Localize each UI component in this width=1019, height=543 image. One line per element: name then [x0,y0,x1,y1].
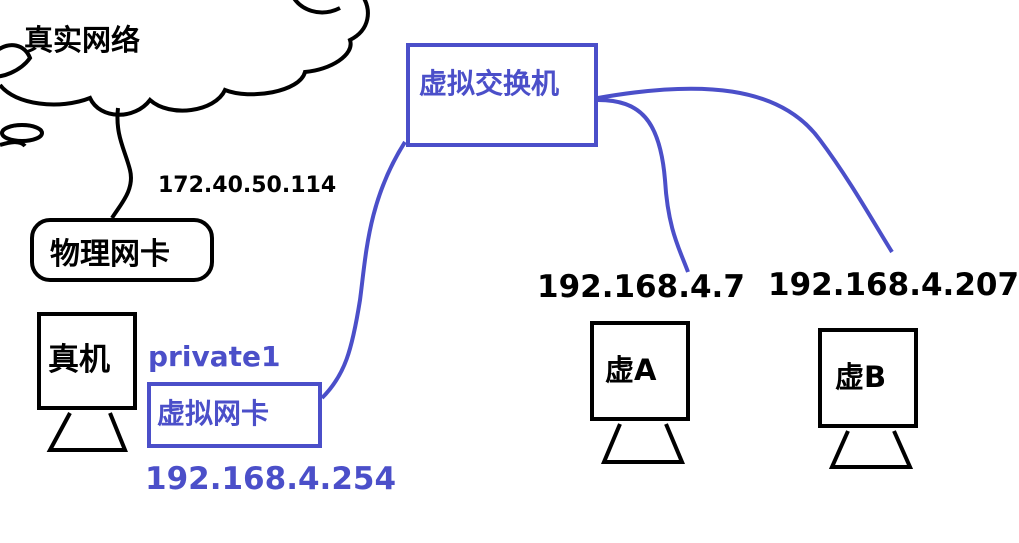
vma-screen [590,321,690,421]
physical-nic-box [30,218,214,282]
host-label: 真机 [48,342,110,378]
virtual-switch-label: 虚拟交换机 [419,67,560,100]
vmb-stand [828,430,914,469]
switch-vmb-link [597,86,894,254]
virtual-nic-label: 虚拟网卡 [157,397,270,430]
cloud-outline [0,43,33,79]
physical-ip-label: 172.40.50.114 [158,173,337,198]
switch-vma-link [597,98,690,273]
vma-stand [600,423,686,464]
private-label: private1 [148,340,281,373]
cloud-outline-bottom [0,0,370,117]
vmb-label: 虚B [835,360,887,394]
cloud-bump-1 [292,0,341,15]
host-screen [37,312,137,410]
physical-cable [110,107,133,220]
physical-nic-label: 物理网卡 [50,237,170,272]
nic-switch-link [320,140,407,400]
virtual-switch-box [406,43,598,147]
vma-ip-label: 192.168.4.7 [537,269,745,305]
vmb-screen [818,328,918,428]
host-stand [46,412,128,452]
cloud-puff-tiny [0,140,27,148]
virtual-nic-ip-label: 192.168.4.254 [145,461,397,497]
real-network-label: 真实网络 [24,23,141,57]
vmb-ip-label: 192.168.4.207 [768,267,1019,303]
vma-label: 虚A [605,353,657,387]
virtual-nic-box [147,382,322,448]
cloud-puff-small [0,123,44,143]
